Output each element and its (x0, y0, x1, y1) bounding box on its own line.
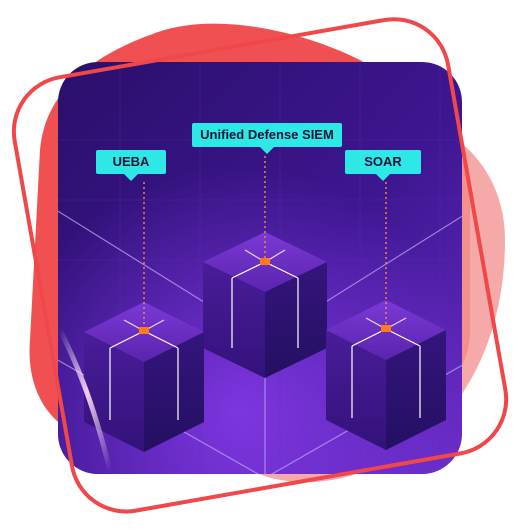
cube-ueba (84, 302, 204, 452)
siem-callout: Unified Defense SIEM (192, 123, 342, 154)
red-outline-frame (11, 17, 509, 514)
cube-siem (203, 232, 327, 378)
ueba-callout: UEBA (96, 150, 166, 181)
light-flare (58, 328, 113, 471)
card-scene (58, 62, 462, 474)
soar-callout: SOAR (345, 150, 421, 181)
node-soar (381, 325, 391, 332)
node-ueba (139, 327, 149, 334)
node-siem (260, 258, 270, 265)
